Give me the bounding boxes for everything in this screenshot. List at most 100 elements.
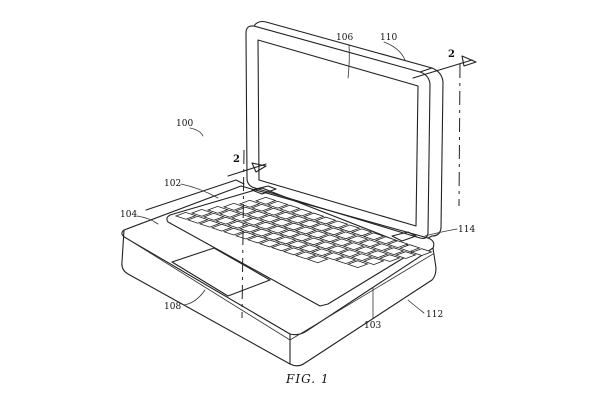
key-cap <box>394 251 417 259</box>
key-cap <box>302 237 325 246</box>
label-keyboard: 103 <box>364 321 381 331</box>
key-cap <box>206 205 229 214</box>
key-cap <box>278 204 301 213</box>
key-cap <box>354 246 377 255</box>
key-cap <box>290 208 313 217</box>
key-cap <box>338 224 361 233</box>
key-cap <box>250 203 273 212</box>
key-cap <box>290 233 313 242</box>
key-cap <box>298 219 321 228</box>
key-cap <box>378 254 401 262</box>
key-cap <box>334 256 357 265</box>
key-cap <box>186 215 209 224</box>
key-cap <box>234 206 257 215</box>
key-cap <box>314 216 337 225</box>
reference-labels: 106 110 100 102 104 114 103 108 112 <box>120 33 475 331</box>
key-cap <box>366 250 389 259</box>
key-cap <box>350 253 373 262</box>
key-cap <box>310 248 333 257</box>
key-cap <box>322 227 345 236</box>
key-cap <box>346 260 369 269</box>
trackpad <box>171 247 271 297</box>
key-cap <box>262 232 285 241</box>
display-screen <box>257 39 419 227</box>
key-cap <box>258 239 281 248</box>
key-cap <box>326 220 349 229</box>
key-cap <box>202 212 225 221</box>
key-cap <box>362 257 385 266</box>
key-cap <box>334 231 357 240</box>
key-cap <box>314 241 337 250</box>
leader-lines <box>136 41 458 319</box>
key-cap <box>242 217 265 226</box>
key-cap <box>370 243 393 252</box>
label-hinge: 114 <box>458 225 475 235</box>
key-cap <box>410 248 433 256</box>
key-cap <box>342 242 365 251</box>
key-cap <box>254 196 277 205</box>
key-cap <box>326 245 349 254</box>
key-cap <box>282 222 305 231</box>
key-cap <box>254 221 277 230</box>
hinge <box>251 185 277 195</box>
key-cap <box>246 235 269 244</box>
key-cap <box>310 223 333 232</box>
key-cap <box>294 226 317 235</box>
key-cap <box>246 210 269 219</box>
key-cap <box>266 225 289 234</box>
key-cap <box>382 247 405 256</box>
key-cap <box>226 220 249 229</box>
key-cap <box>270 243 293 252</box>
key-cap <box>282 247 305 256</box>
key-cap <box>218 209 241 218</box>
label-lid: 110 <box>380 33 397 43</box>
key-cap <box>306 255 329 264</box>
key-cap <box>250 228 273 237</box>
key-cap <box>358 239 381 248</box>
section-mark-lower: 2 <box>233 154 240 165</box>
key-cap <box>174 211 197 220</box>
key-cap <box>306 230 329 239</box>
key-cap <box>238 224 261 233</box>
laptop-base <box>121 179 437 367</box>
key-cap <box>398 244 421 253</box>
key-cap <box>238 199 261 208</box>
key-cap <box>278 229 301 238</box>
key-cap <box>286 215 309 224</box>
key-cap <box>298 244 321 253</box>
section-mark-upper: 2 <box>448 49 455 60</box>
key-cap <box>274 236 297 245</box>
key-cap <box>262 207 285 216</box>
key-cap <box>302 212 325 221</box>
label-top-case: 102 <box>164 179 181 189</box>
key-cap <box>258 214 281 223</box>
key-cap <box>266 200 289 209</box>
figure-caption: FIG. 1 <box>285 372 330 386</box>
label-base: 104 <box>120 210 137 220</box>
key-cap <box>338 249 361 258</box>
key-cap <box>374 236 397 245</box>
section-line: 2 2 <box>227 49 477 319</box>
keyboard <box>174 196 433 269</box>
key-cap <box>346 235 369 244</box>
label-display: 106 <box>336 33 353 43</box>
key-cap <box>322 252 345 261</box>
key-cap <box>386 240 409 249</box>
key-cap <box>286 240 309 249</box>
key-cap <box>270 218 293 227</box>
display-lid <box>245 20 444 239</box>
label-device: 100 <box>176 119 193 129</box>
key-cap <box>230 213 253 222</box>
key-cap <box>210 223 233 232</box>
key-cap <box>190 208 213 217</box>
key-cap <box>214 216 237 225</box>
key-cap <box>198 219 221 228</box>
key-cap <box>330 238 353 247</box>
key-cap <box>350 228 373 237</box>
key-cap <box>274 211 297 220</box>
key-cap <box>294 251 317 260</box>
key-cap <box>318 234 341 243</box>
label-trackpad: 108 <box>164 302 181 312</box>
